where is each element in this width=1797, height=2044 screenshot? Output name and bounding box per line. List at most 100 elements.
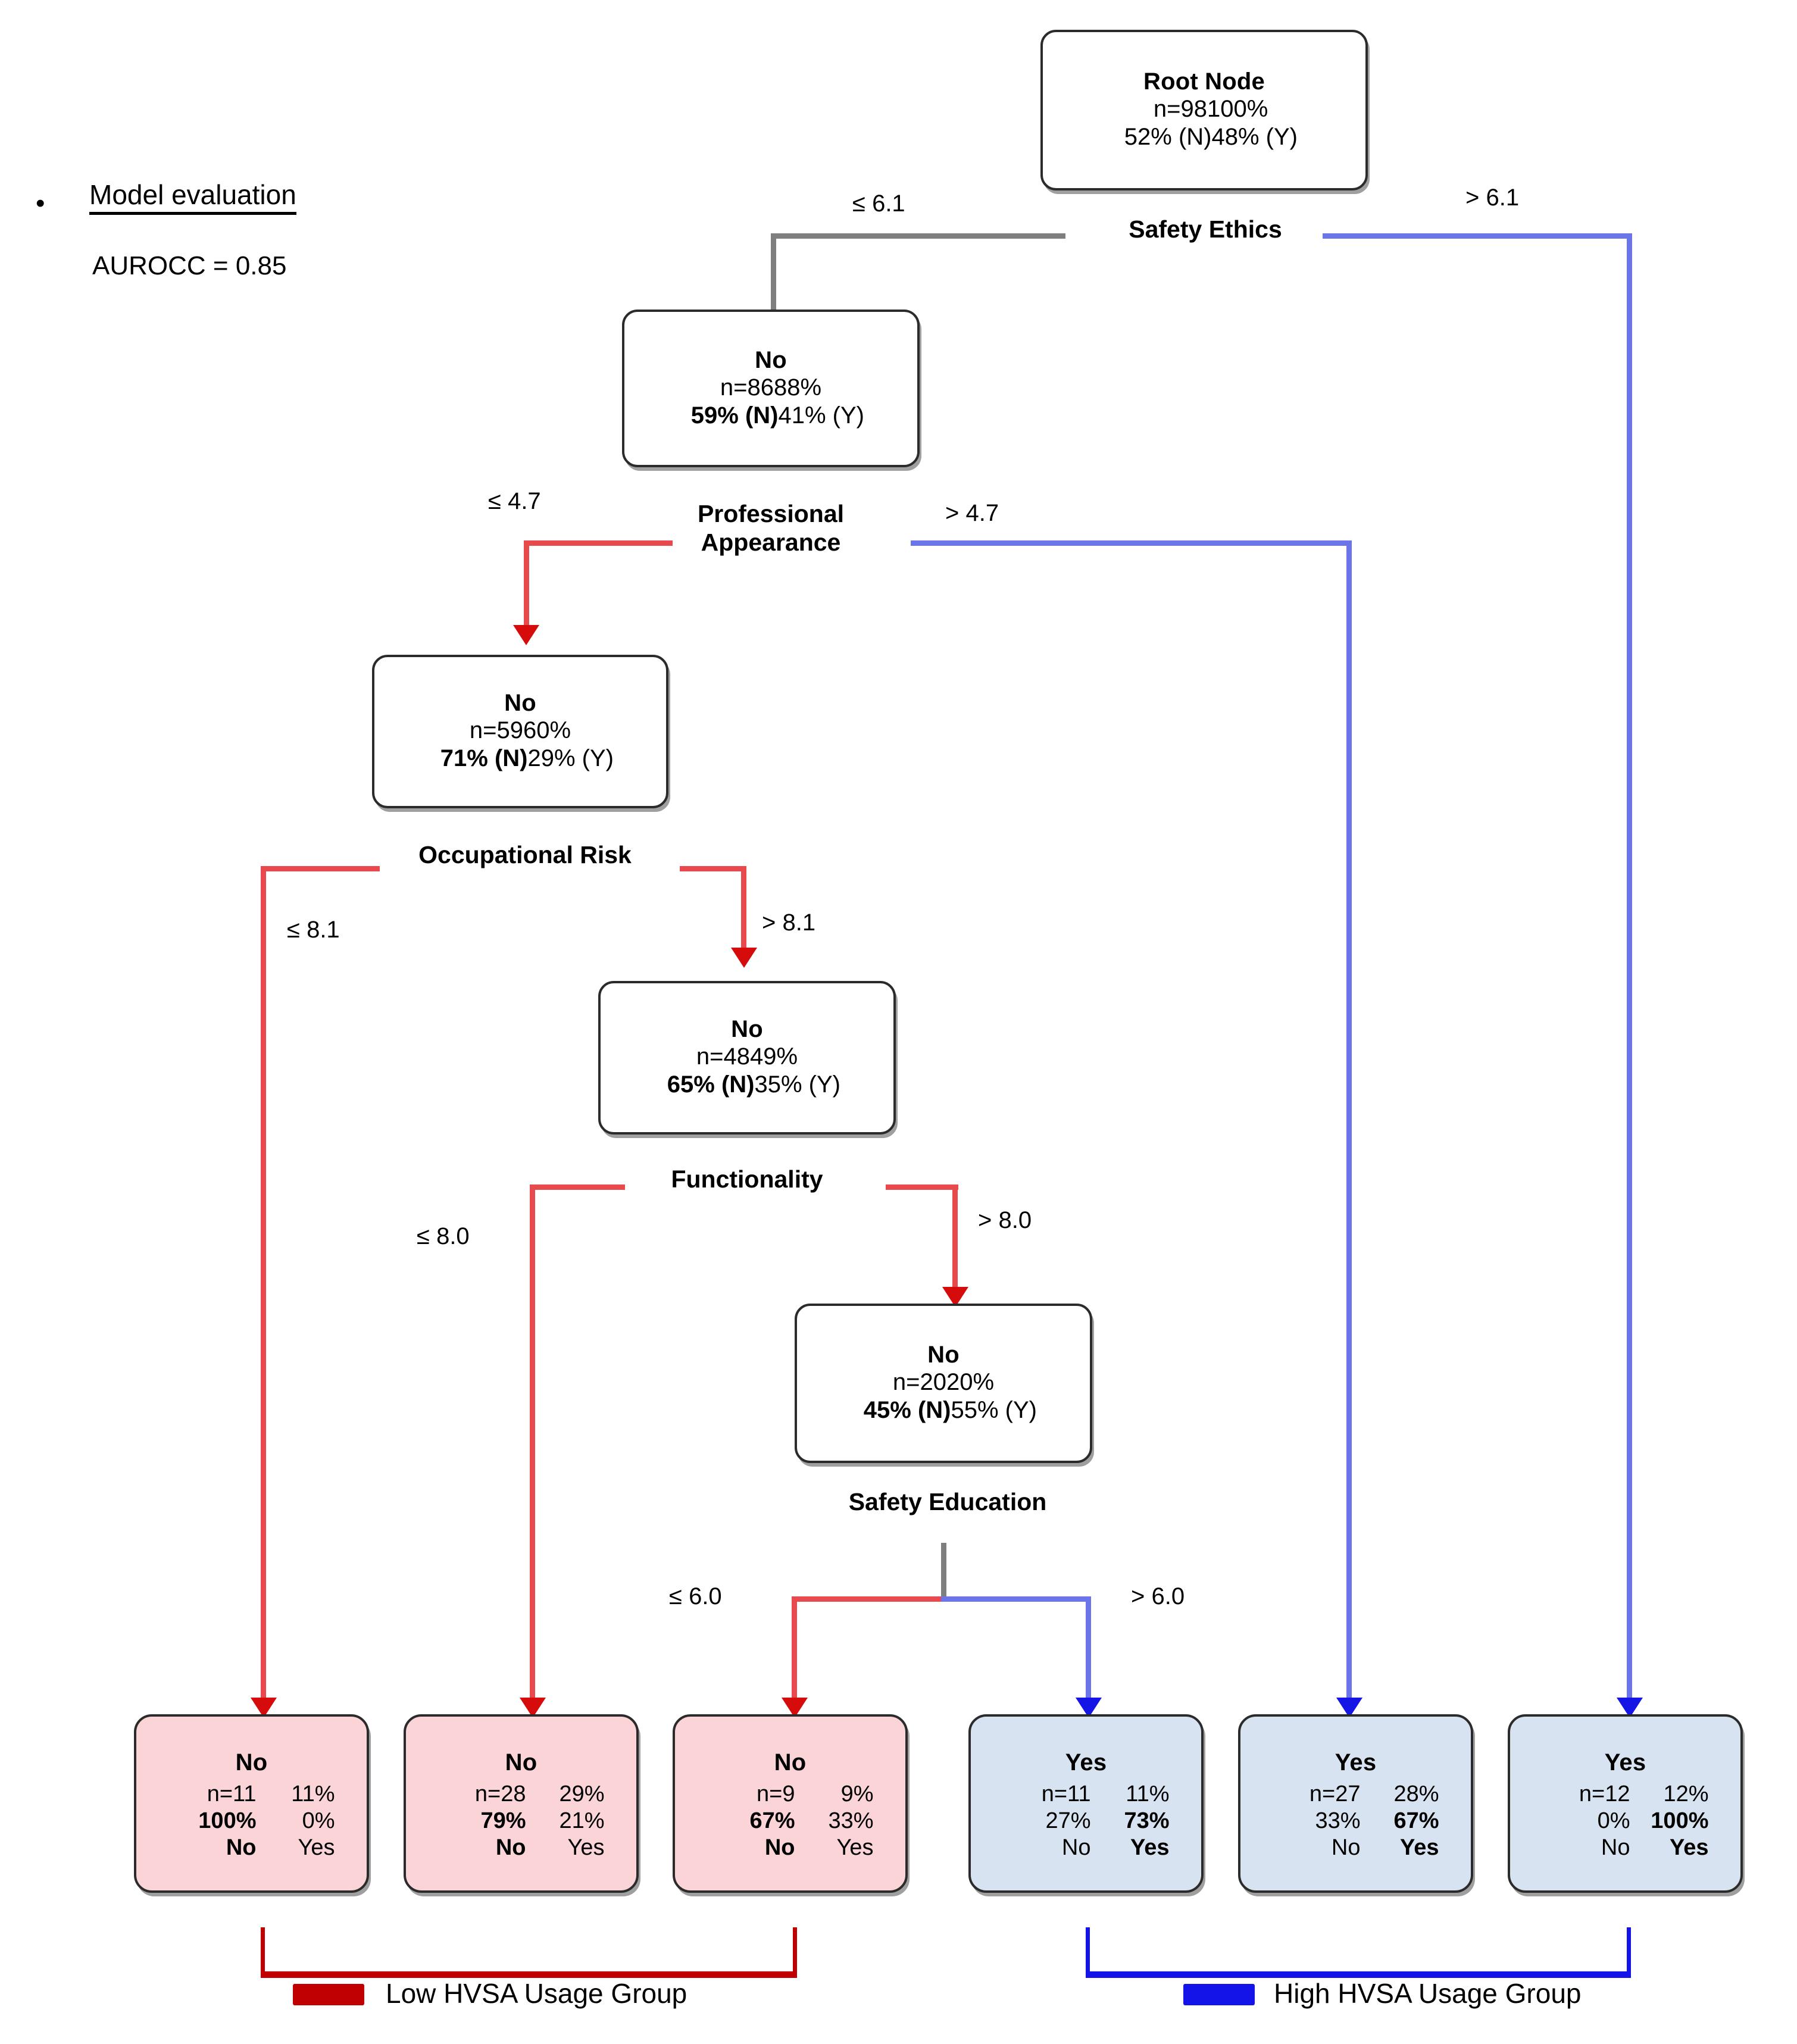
- leaf-prob-no: 33%: [1315, 1808, 1361, 1833]
- edge-safety-ethics-right-h: [1323, 233, 1632, 239]
- threshold-functionality-right: > 8.0: [978, 1207, 1032, 1233]
- threshold-safety-ethics-left: ≤ 6.1: [852, 190, 905, 217]
- leaf-prob-no: 67%: [749, 1808, 795, 1833]
- arrow-to-node4: [731, 948, 757, 968]
- leaf-class-no: No: [1061, 1834, 1091, 1860]
- threshold-occupational-risk-left: ≤ 8.1: [287, 917, 340, 943]
- node-stat-yes: 55% (Y): [951, 1397, 1037, 1424]
- leaf-n: n=9: [757, 1782, 795, 1807]
- leaf-label: Yes: [1604, 1749, 1646, 1776]
- node-pct: 60%: [523, 717, 571, 744]
- node-stat-no: 52% (N): [1124, 124, 1212, 151]
- leaf-class-yes: Yes: [298, 1834, 335, 1860]
- leaf-prob-no: 0%: [1597, 1808, 1630, 1833]
- leaf-n: n=12: [1579, 1782, 1630, 1807]
- leaf-prob-no: 27%: [1045, 1808, 1091, 1833]
- threshold-functionality-left: ≤ 8.0: [417, 1223, 470, 1249]
- leaf-pct: 11%: [1126, 1782, 1170, 1807]
- legend-swatch-low: [293, 1984, 364, 2005]
- edge-functionality-right-h: [886, 1184, 958, 1190]
- leaf-class-yes: Yes: [1399, 1834, 1439, 1860]
- tree-leaf-1: No n=11 11% 100% 0% No Yes: [134, 1714, 369, 1893]
- legend-label-low: Low HVSA Usage Group: [386, 1978, 687, 2009]
- leaf-n: n=11: [207, 1782, 257, 1807]
- split-label-safety-education: Safety Education: [848, 1488, 1047, 1515]
- legend-label-high: High HVSA Usage Group: [1274, 1978, 1582, 2009]
- leaf-class-yes: Yes: [567, 1834, 605, 1860]
- node-label: No: [927, 1342, 960, 1368]
- node-stat-no: 65% (N): [667, 1071, 755, 1098]
- tree-node-5: No n=20 20% 45% (N) 55% (Y): [795, 1304, 1092, 1463]
- leaf-class-no: No: [1331, 1834, 1361, 1860]
- edge-occ-risk-right-h: [680, 866, 746, 871]
- node-pct: 49%: [750, 1043, 798, 1070]
- leaf-prob-no: 79%: [480, 1808, 526, 1833]
- leaf-pct: 11%: [291, 1782, 335, 1807]
- leaf-class-no: No: [226, 1834, 257, 1860]
- edge-prof-appearance-left-v: [524, 540, 529, 633]
- leaf-pct: 12%: [1663, 1782, 1709, 1807]
- tree-leaf-2: No n=28 29% 79% 21% No Yes: [404, 1714, 639, 1893]
- tree-node-3: No n=59 60% 71% (N) 29% (Y): [372, 655, 668, 808]
- node-stat-yes: 41% (Y): [778, 402, 865, 429]
- node-stat-no: 71% (N): [440, 745, 528, 772]
- leaf-n: n=28: [474, 1782, 526, 1807]
- edge-occ-risk-left-h: [261, 866, 380, 871]
- threshold-occupational-risk-right: > 8.1: [762, 910, 816, 936]
- threshold-safety-ethics-right: > 6.1: [1465, 185, 1520, 211]
- edge-safety-ethics-right-v: [1627, 233, 1632, 1709]
- edge-prof-appearance-right-v: [1346, 540, 1352, 1710]
- node-n: n=20: [892, 1369, 946, 1396]
- leaf-pct: 28%: [1393, 1782, 1439, 1807]
- node-stat-yes: 35% (Y): [754, 1071, 841, 1098]
- edge-safety-education-stem: [941, 1543, 946, 1599]
- leaf-class-yes: Yes: [836, 1834, 874, 1860]
- leaf-class-no: No: [764, 1834, 795, 1860]
- split-label-functionality: Functionality: [671, 1165, 823, 1193]
- arrow-to-node3: [513, 625, 539, 645]
- edge-occ-risk-right-v: [741, 866, 746, 955]
- split-label-professional-appearance: Professional Appearance: [697, 500, 845, 556]
- edge-prof-appearance-left-h: [524, 540, 673, 546]
- edge-prof-appearance-right-h: [911, 540, 1351, 546]
- leaf-prob-no: 100%: [198, 1808, 257, 1833]
- leaf-label: Yes: [1335, 1749, 1377, 1776]
- node-label: No: [504, 690, 536, 717]
- model-evaluation-heading: Model evaluation: [89, 179, 296, 215]
- node-stat-no: 59% (N): [690, 402, 779, 429]
- edge-safety-ethics-left-v: [771, 233, 776, 311]
- threshold-professional-appearance-right: > 4.7: [945, 500, 999, 526]
- edge-functionality-left-h: [530, 1184, 625, 1190]
- edge-safety-ethics-left-h: [771, 233, 1065, 239]
- node-n: n=48: [696, 1043, 750, 1070]
- leaf-class-yes: Yes: [1130, 1834, 1170, 1860]
- node-pct: 88%: [774, 374, 822, 401]
- tree-leaf-3: No n=9 9% 67% 33% No Yes: [673, 1714, 908, 1893]
- threshold-safety-education-right: > 6.0: [1131, 1583, 1185, 1609]
- node-n: n=98: [1153, 96, 1207, 123]
- leaf-label: No: [235, 1749, 268, 1776]
- edge-safety-education-right-h: [941, 1596, 1091, 1602]
- leaf-label: Yes: [1065, 1749, 1107, 1776]
- leaf-label: No: [774, 1749, 807, 1776]
- node-stat-yes: 48% (Y): [1211, 124, 1298, 151]
- leaf-class-no: No: [1601, 1834, 1630, 1860]
- tree-node-root: Root Node n=98 100% 52% (N) 48% (Y): [1040, 30, 1368, 190]
- edge-functionality-left-v: [530, 1184, 535, 1711]
- split-label-occupational-risk: Occupational Risk: [418, 841, 632, 868]
- tree-leaf-4: Yes n=11 11% 27% 73% No Yes: [968, 1714, 1204, 1893]
- leaf-class-yes: Yes: [1669, 1834, 1709, 1860]
- threshold-safety-education-left: ≤ 6.0: [669, 1583, 722, 1609]
- node-stat-yes: 29% (Y): [527, 745, 614, 772]
- node-n: n=86: [720, 374, 774, 401]
- edge-safety-education-left-v: [792, 1596, 797, 1711]
- tree-leaf-6: Yes n=12 12% 0% 100% No Yes: [1508, 1714, 1743, 1893]
- leaf-pct: 29%: [559, 1782, 605, 1807]
- leaf-label: No: [505, 1749, 537, 1776]
- node-label: No: [731, 1016, 763, 1043]
- edge-safety-education-right-v: [1086, 1596, 1091, 1711]
- leaf-prob-yes: 0%: [302, 1808, 335, 1833]
- legend-swatch-high: [1183, 1984, 1255, 2005]
- leaf-prob-yes: 33%: [828, 1808, 874, 1833]
